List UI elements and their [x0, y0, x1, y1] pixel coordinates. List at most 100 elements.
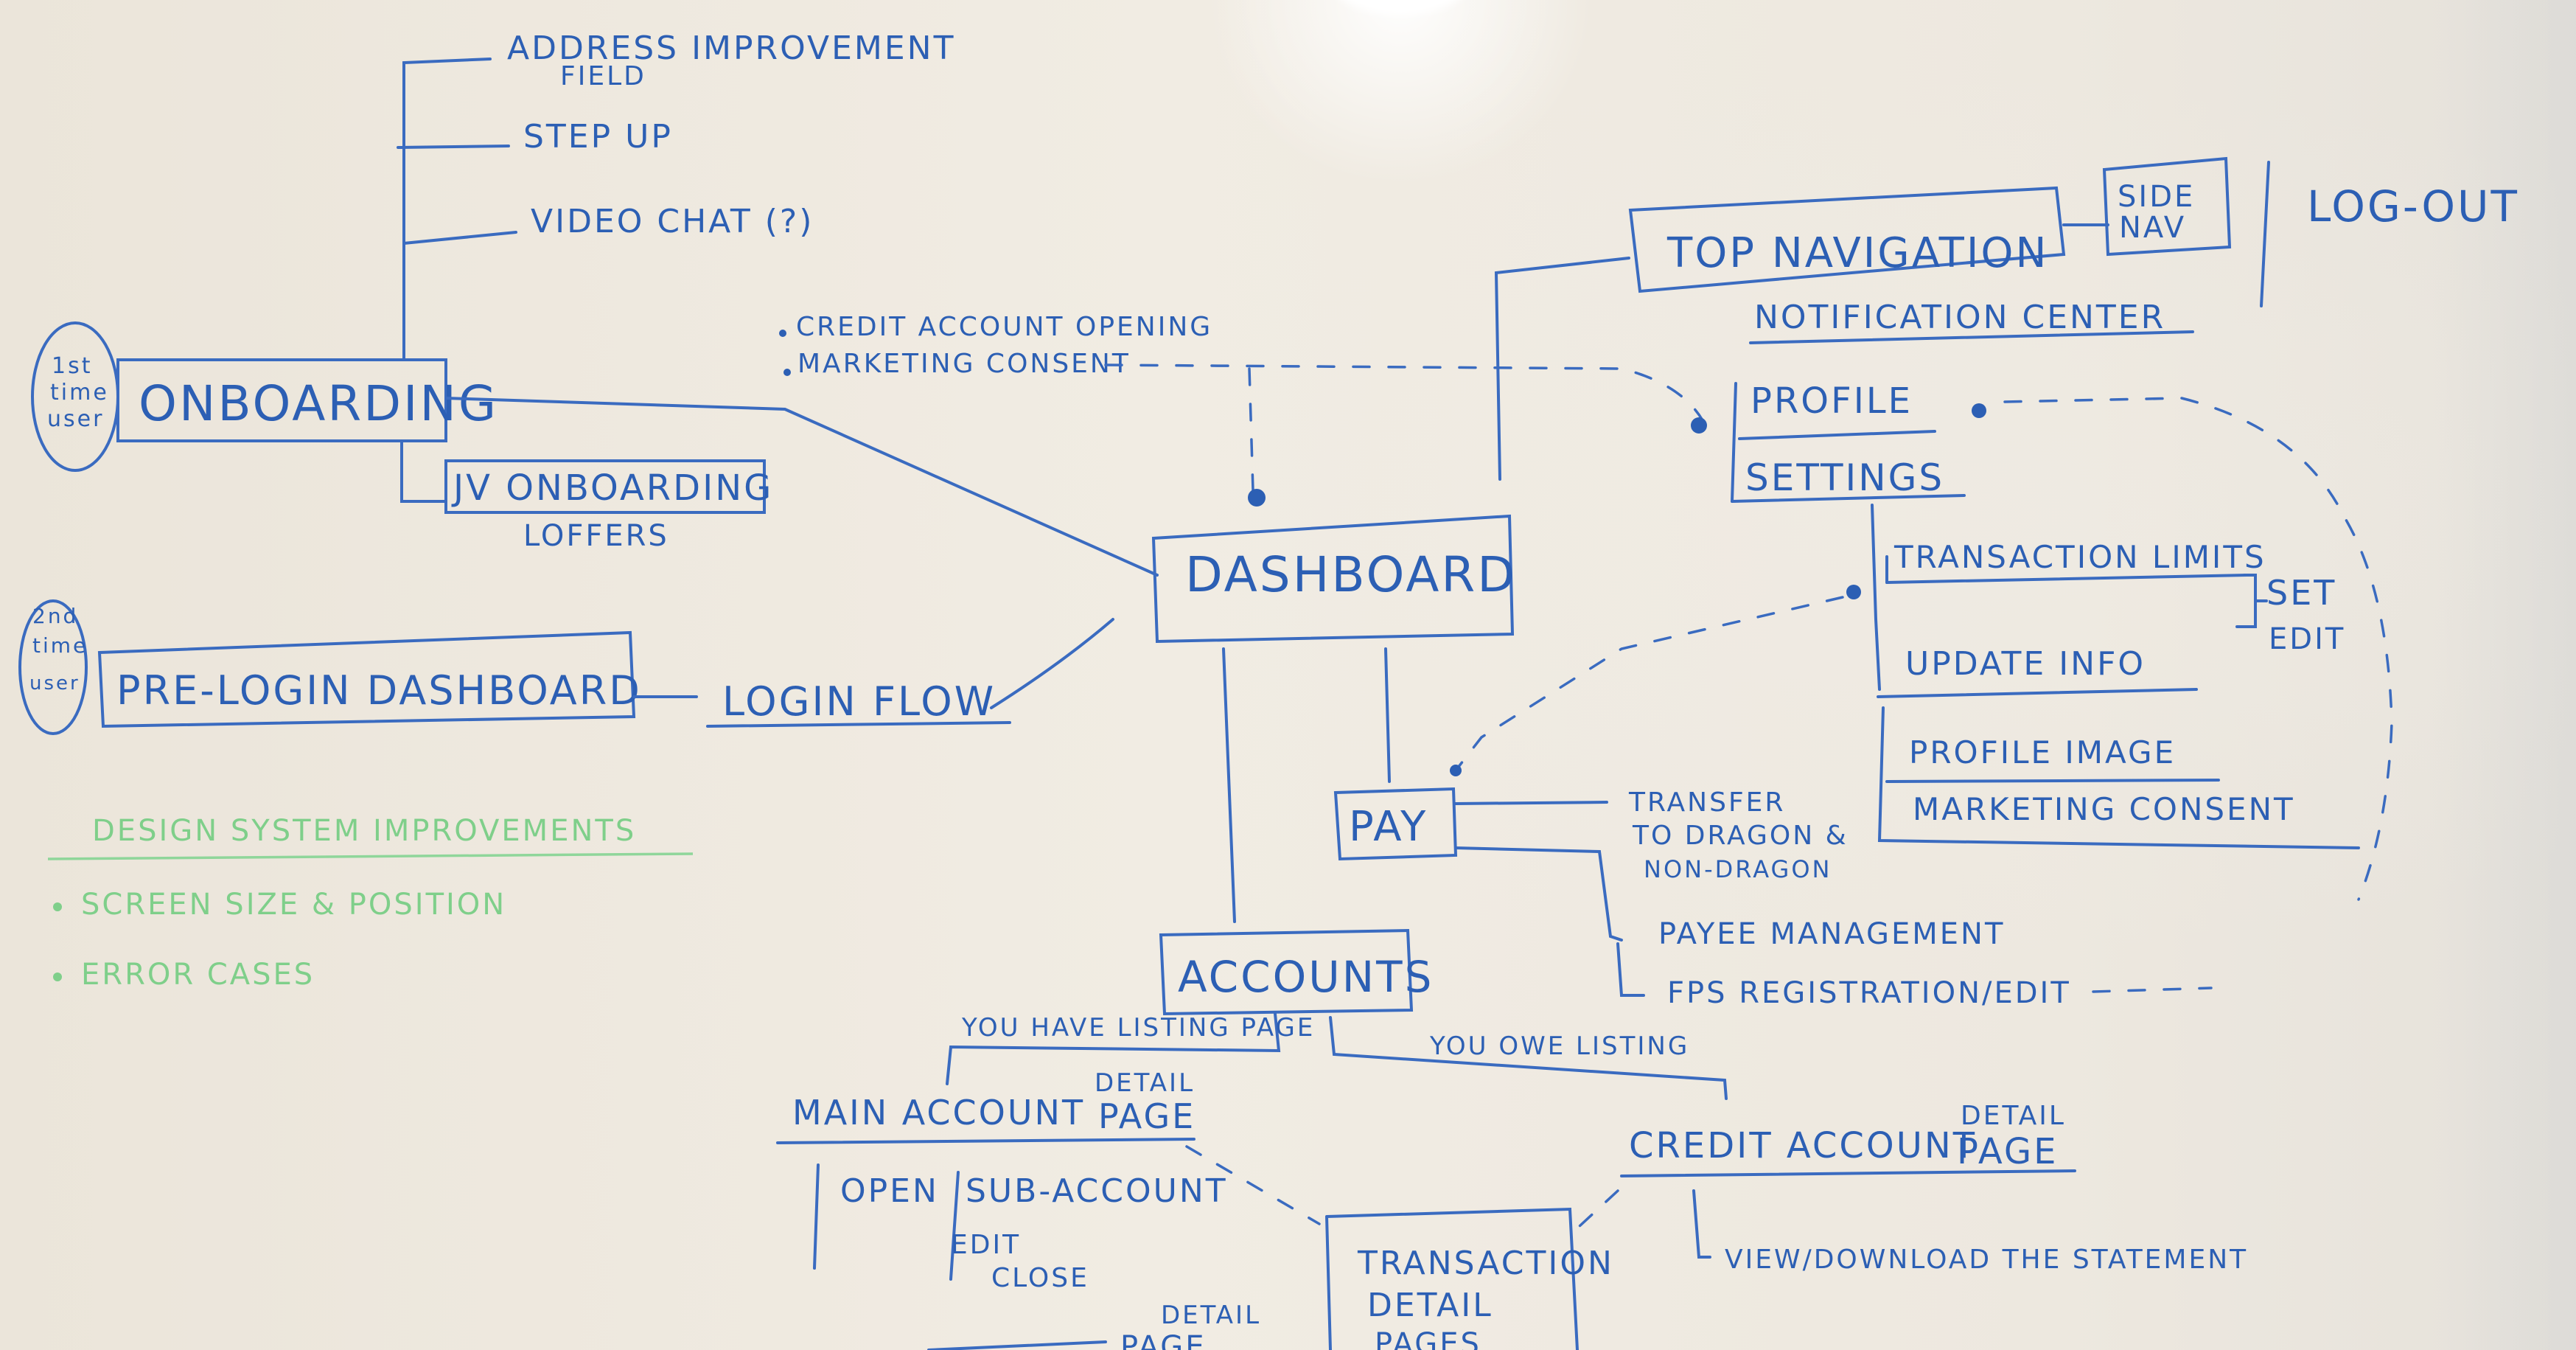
- side-nav-line1: SIDE: [2118, 180, 2195, 214]
- bottom-page-label: PAGE: [1120, 1330, 1207, 1350]
- fps-registration-label: FPS REGISTRATION/EDIT: [1667, 976, 2071, 1010]
- pay-connector-dot: [1450, 765, 1462, 776]
- main-account-label: MAIN ACCOUNT: [792, 1093, 1085, 1132]
- credit-detail-label: DETAIL: [1961, 1101, 2066, 1131]
- profile-group: PROFILE SETTINGS TRANSACTION LIMITS SET …: [1454, 380, 2393, 901]
- login-flow-label: LOGIN FLOW: [722, 678, 996, 725]
- transaction-detail-box: [1325, 1207, 1579, 1350]
- profile-image-underline: [1885, 779, 2220, 783]
- you-owe-listing-label: YOU OWE LISTING: [1429, 1031, 1689, 1061]
- main-account-detail-label: DETAIL: [1095, 1068, 1195, 1098]
- opening-notes: CREDIT ACCOUNT OPENING MARKETING CONSENT: [779, 312, 1704, 507]
- fps-dashed-tail: [2092, 987, 2213, 993]
- pay-group: PAY TRANSFER TO DRAGON & NON-DRAGON PAYE…: [1333, 765, 2213, 1010]
- credit-to-statement-line: [1692, 1189, 1711, 1259]
- marketing-consent-label: MARKETING CONSENT: [1913, 791, 2295, 827]
- jv-onboarding-box: [444, 459, 766, 514]
- settings-underline: [1731, 494, 1966, 503]
- login-flow-underline: [706, 721, 1011, 728]
- note-bullet-1: [779, 330, 786, 337]
- credit-page-label: PAGE: [1957, 1131, 2058, 1172]
- credit-to-transaction-dashed: [1568, 1189, 1619, 1236]
- notes-to-dashboard-dashed: [1248, 367, 1254, 492]
- jv-branch-line: [400, 439, 447, 503]
- profile-to-edit-dashed: [2003, 397, 2393, 901]
- dashboard-to-accounts-line: [1222, 647, 1236, 923]
- transfer-line1: TRANSFER: [1628, 787, 1785, 818]
- onboarding-branch-line: [397, 58, 517, 361]
- second-time-user-note-line2: time: [32, 633, 88, 658]
- you-owe-bracket: [1329, 1016, 1728, 1100]
- profile-image-dot: [1972, 403, 1986, 418]
- notes-to-profile-dashed: [1104, 363, 1704, 422]
- credit-account-underline: [1620, 1169, 2076, 1177]
- prelogin-group: 2nd time user PRE-LOGIN DASHBOARD LOGIN …: [18, 599, 1114, 735]
- transfer-line2: TO DRAGON &: [1632, 821, 1849, 851]
- bottom-detail-stroke: [927, 1340, 1107, 1350]
- onboarding-to-dashboard-line: [444, 397, 1159, 577]
- credit-account-label: CREDIT ACCOUNT: [1629, 1125, 1977, 1166]
- view-download-statement-label: VIEW/DOWNLOAD THE STATEMENT: [1725, 1245, 2248, 1275]
- dashboard-group: DASHBOARD: [1151, 257, 1630, 923]
- design-bullet-2: [53, 973, 62, 981]
- settings-to-options-line: [1871, 504, 1881, 691]
- payee-to-fps-line: [1616, 942, 1645, 997]
- prelogin-title: PRE-LOGIN DASHBOARD: [116, 667, 642, 714]
- main-account-page-label: PAGE: [1098, 1096, 1195, 1136]
- main-account-underline: [776, 1138, 1195, 1144]
- accounts-title: ACCOUNTS: [1178, 952, 1434, 1002]
- profile-image-label: PROFILE IMAGE: [1909, 734, 2176, 770]
- pay-to-transfer-line: [1454, 801, 1608, 805]
- pay-title: PAY: [1349, 803, 1428, 851]
- pay-to-payee-line: [1454, 846, 1623, 942]
- onboarding-title: ONBOARDING: [139, 375, 498, 432]
- profile-image-bracket: [1877, 706, 2360, 849]
- settings-title: SETTINGS: [1745, 456, 1944, 499]
- top-navigation-box: [1628, 186, 2066, 293]
- side-nav-box: [2102, 156, 2232, 257]
- note-marketing-consent: MARKETING CONSENT: [797, 349, 1131, 379]
- profile-connector-dot: [1691, 417, 1707, 434]
- transaction-limits-label: TRANSACTION LIMITS: [1893, 539, 2266, 575]
- profile-underline: [1738, 430, 1936, 440]
- logout-label: LOG-OUT: [2307, 181, 2519, 232]
- pay-box: [1333, 787, 1458, 861]
- dashboard-connector-dot: [1248, 489, 1266, 507]
- onboarding-item-address: ADDRESS IMPROVEMENT: [507, 29, 955, 67]
- onboarding-item-stepup: STEP UP: [523, 118, 673, 156]
- edit-sub-account-label: EDIT: [951, 1230, 1021, 1260]
- top-navigation-group: TOP NAVIGATION SIDE NAV LOG-OUT NOTIFICA…: [1628, 156, 2519, 344]
- update-info-label: UPDATE INFO: [1905, 645, 2146, 683]
- update-info-underline: [1877, 688, 2198, 698]
- main-to-transaction-dashed: [1185, 1145, 1321, 1225]
- payee-management-label: PAYEE MANAGEMENT: [1658, 917, 2005, 951]
- prelogin-box: [97, 630, 636, 728]
- accounts-box: [1159, 928, 1414, 1016]
- main-account-options-bar: [813, 1163, 820, 1270]
- jv-onboarding-label: JV ONBOARDING: [451, 467, 773, 509]
- sub-account-label: SUB-ACCOUNT: [966, 1172, 1228, 1210]
- dashboard-to-topnav-line: [1494, 257, 1630, 481]
- profile-settings-bracket: [1731, 382, 1737, 503]
- window-glare: [2432, 0, 2576, 1350]
- design-system-notes: DESIGN SYSTEM IMPROVEMENTS SCREEN SIZE &…: [47, 814, 694, 992]
- settings-to-pay-dashed: [1454, 596, 1844, 772]
- jv-offers-label: LOFFERS: [523, 519, 669, 553]
- accounts-group: ACCOUNTS YOU HAVE LISTING PAGE YOU OWE L…: [776, 928, 2248, 1350]
- design-system-item-2: ERROR CASES: [81, 958, 315, 992]
- design-system-item-1: SCREEN SIZE & POSITION: [81, 888, 506, 922]
- settings-options-dot: [1846, 585, 1861, 599]
- profile-title: PROFILE: [1751, 380, 1913, 422]
- first-time-user-note-line3: user: [47, 406, 104, 432]
- transaction-detail-line3: PAGES: [1375, 1327, 1481, 1350]
- second-time-user-note-line3: user: [29, 672, 80, 695]
- design-bullet-1: [53, 902, 62, 911]
- set-edit-bracket: [2235, 574, 2268, 628]
- onboarding-group: 1st time user ONBOARDING ADDRESS IMPROVE…: [31, 29, 1159, 577]
- design-system-underline: [47, 852, 694, 860]
- transfer-line3: NON-DRAGON: [1644, 855, 1832, 883]
- you-have-listing-label: YOU HAVE LISTING PAGE: [961, 1013, 1315, 1043]
- login-to-dashboard-line: [990, 618, 1114, 709]
- transaction-limits-underline: [1885, 574, 2249, 584]
